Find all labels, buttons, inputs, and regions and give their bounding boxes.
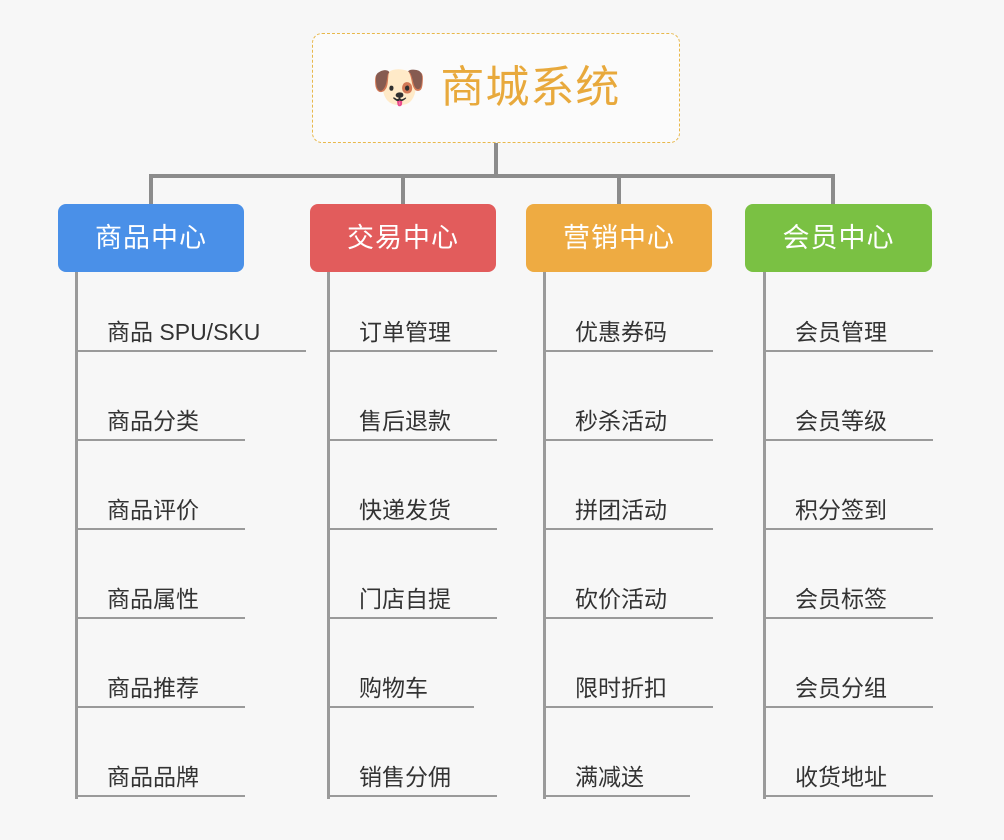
category-header-2[interactable]: 交易中心 [310,204,496,272]
connector-drop-3 [617,174,621,204]
leaf-item-label: 限时折扣 [575,675,667,701]
leaf-item-label: 优惠券码 [575,319,667,345]
leaf-item-underline [763,617,933,619]
leaf-item-label: 收货地址 [795,764,887,790]
leaf-item-underline [543,350,713,352]
leaf-item-label: 秒杀活动 [575,408,667,434]
category-header-label: 交易中心 [347,222,459,253]
leaf-item-label: 砍价活动 [575,586,667,612]
leaf-item-underline [75,617,245,619]
leaf-item-underline [327,795,497,797]
leaf-item-label: 门店自提 [359,586,451,612]
leaf-item-underline [543,795,690,797]
category-header-3[interactable]: 营销中心 [526,204,712,272]
leaf-item-underline [763,439,933,441]
leaf-item-label: 商品 SPU/SKU [107,319,261,345]
leaf-item-label: 积分签到 [795,497,887,523]
leaf-item-label: 会员分组 [795,675,887,701]
leaf-item-underline [763,706,933,708]
leaf-item-underline [327,528,497,530]
category-header-4[interactable]: 会员中心 [745,204,932,272]
leaf-item-underline [763,795,933,797]
connector-root-stem [494,143,498,176]
leaf-item-underline [763,350,933,352]
category-spine-4 [763,272,766,799]
leaf-item-underline [75,439,245,441]
leaf-item-underline [75,795,245,797]
category-spine-3 [543,272,546,799]
leaf-item-label: 会员等级 [795,408,887,434]
leaf-item-label: 销售分佣 [359,764,451,790]
root-node-商城系统[interactable]: 🐶 商城系统 [312,33,680,143]
category-spine-2 [327,272,330,799]
leaf-item-label: 售后退款 [359,408,451,434]
leaf-item-underline [327,617,497,619]
leaf-item-underline [763,528,933,530]
leaf-item-label: 会员标签 [795,586,887,612]
category-header-1[interactable]: 商品中心 [58,204,244,272]
leaf-item-underline [327,350,497,352]
leaf-item-underline [327,706,474,708]
category-spine-1 [75,272,78,799]
leaf-item-label: 购物车 [359,675,428,701]
leaf-item-label: 商品评价 [107,497,199,523]
leaf-item-underline [75,350,306,352]
leaf-item-label: 满减送 [575,764,644,790]
leaf-item-label: 拼团活动 [575,497,667,523]
leaf-item-underline [75,528,245,530]
leaf-item-label: 订单管理 [359,319,451,345]
leaf-item-label: 商品推荐 [107,675,199,701]
leaf-item-underline [543,706,713,708]
root-title: 商城系统 [440,63,621,112]
category-header-label: 商品中心 [95,222,207,253]
connector-horizontal-bus [149,174,835,178]
leaf-item-underline [543,617,713,619]
leaf-item-underline [327,439,497,441]
category-header-label: 会员中心 [782,222,895,253]
connector-drop-1 [149,174,153,204]
leaf-item-label: 商品分类 [107,408,199,434]
connector-drop-2 [401,174,405,204]
connector-drop-4 [831,174,835,204]
leaf-item-label: 商品属性 [107,586,199,612]
shiba-dog-face-icon: 🐶 [371,63,427,112]
leaf-item-label: 会员管理 [795,319,887,345]
leaf-item-underline [75,706,245,708]
leaf-item-label: 快递发货 [359,497,451,523]
leaf-item-label: 商品品牌 [107,764,199,790]
category-header-label: 营销中心 [563,222,675,253]
leaf-item-underline [543,528,713,530]
leaf-item-underline [543,439,713,441]
